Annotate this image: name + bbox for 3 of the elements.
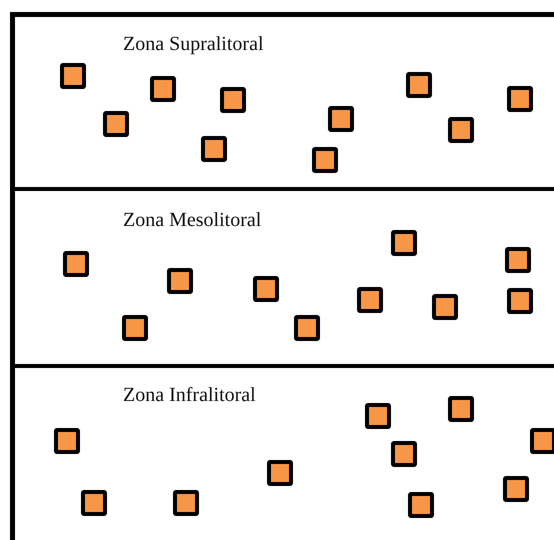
zone-label: Zona Infralitoral — [123, 384, 256, 407]
zone-label: Zona Mesolitoral — [123, 209, 262, 232]
zone-label: Zona Supralitoral — [123, 33, 264, 56]
